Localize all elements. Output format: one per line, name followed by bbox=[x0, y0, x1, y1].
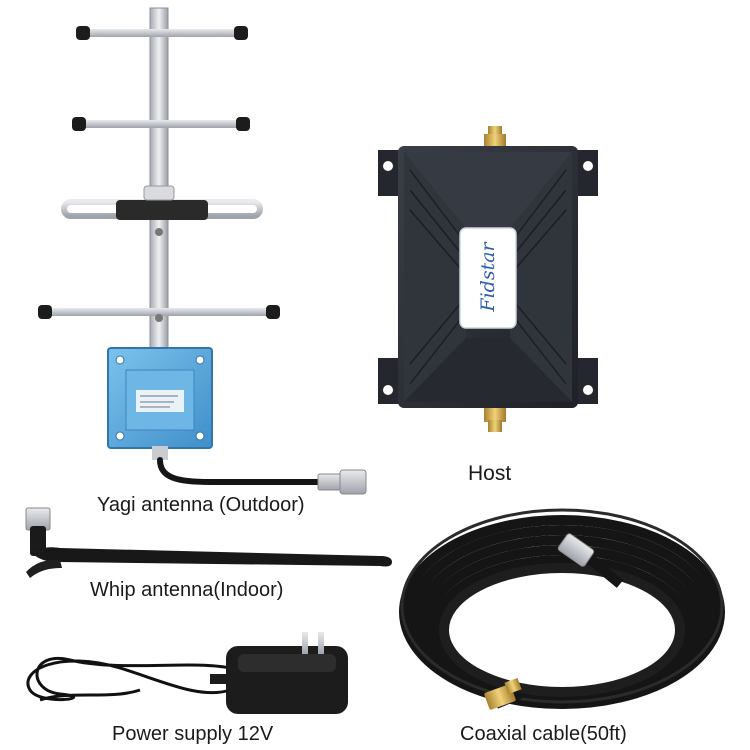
brand-logo: Fidstar bbox=[477, 242, 499, 312]
yagi-antenna-caption: Yagi antenna (Outdoor) bbox=[97, 494, 305, 516]
whip-antenna bbox=[25, 507, 392, 578]
power-supply-caption: Power supply 12V bbox=[112, 723, 274, 745]
yagi-antenna bbox=[38, 7, 367, 495]
coaxial-cable bbox=[399, 508, 725, 709]
coaxial-cable-caption: Coaxial cable(50ft) bbox=[460, 723, 627, 745]
host-booster bbox=[378, 126, 598, 432]
host-caption: Host bbox=[468, 462, 512, 485]
power-supply bbox=[26, 632, 348, 714]
coax-connectors bbox=[484, 533, 595, 710]
whip-antenna-caption: Whip antenna(Indoor) bbox=[90, 579, 284, 601]
